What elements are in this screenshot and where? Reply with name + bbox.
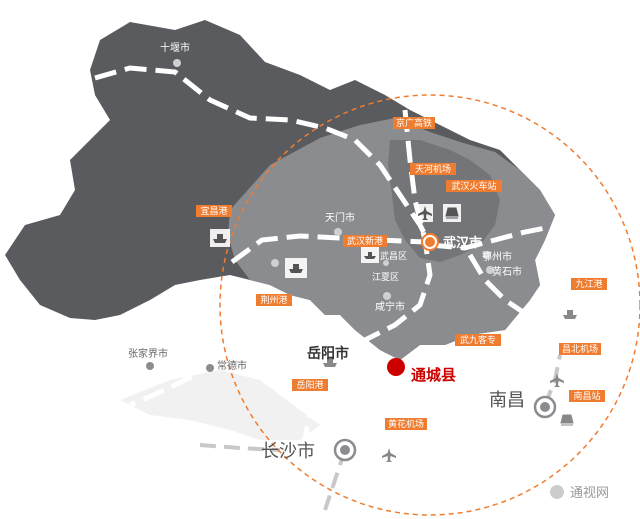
- plane-icon: [417, 204, 433, 222]
- tag-box-nanchang-station: [569, 390, 605, 402]
- dot-ezhou: [483, 251, 491, 259]
- city-dots: [146, 59, 494, 372]
- tag-box-yueyang: [292, 379, 328, 391]
- tag-box-yichang: [196, 205, 232, 217]
- label-zhangjiajie: 张家界市: [128, 347, 168, 360]
- label-wuhan: 武汉市: [443, 235, 482, 251]
- tag-jingguang: 京广高铁: [396, 117, 432, 129]
- tag-box-huanghua: [385, 418, 427, 430]
- tag-jingzhou-port: 荆州港: [260, 294, 287, 306]
- nanchang-marker-inner: [540, 402, 550, 412]
- tag-yueyang-port: 岳阳港: [296, 379, 323, 391]
- tag-box-tianhe: [410, 163, 456, 175]
- dot-jingzhou: [271, 259, 279, 267]
- label-changsha: 长沙市: [261, 441, 315, 462]
- dot-changde: [206, 364, 214, 372]
- rail-line-jingguang: [302, 109, 433, 441]
- ship-icon: [210, 229, 230, 247]
- southern-region: [120, 370, 320, 440]
- icons: [210, 204, 577, 462]
- tag-huanghua-airport: 黄花机场: [388, 418, 424, 430]
- ext-line-south: [199, 443, 281, 452]
- tag-wuhan-station: 武汉火车站: [451, 180, 496, 192]
- rail-line-southwest: [129, 299, 243, 408]
- tag-box-wuhan-station: [446, 180, 502, 192]
- changsha-marker-inner: [340, 445, 350, 455]
- dot-zhangjiajie: [146, 362, 154, 370]
- ship-icon: [563, 310, 577, 319]
- watermark-text: 通视网: [570, 486, 609, 501]
- tag-box-jingguang: [393, 117, 435, 129]
- tag-box-wuhan-port: [343, 235, 387, 247]
- ship-icon: [285, 258, 307, 278]
- tag-box-jiujiang: [571, 278, 607, 290]
- rail-lines: [94, 65, 562, 441]
- dot-tianmen: [334, 228, 342, 236]
- tongcheng-marker: [387, 358, 405, 376]
- tag-changbei-airport: 昌北机场: [562, 343, 598, 355]
- label-huangshi: 黄石市: [492, 265, 522, 278]
- tag-box-wujiu: [455, 334, 501, 346]
- tag-yichang-port: 宜昌港: [200, 205, 227, 217]
- tag-nanchang-station: 南昌站: [573, 390, 600, 402]
- dot-huangshi: [486, 266, 494, 274]
- label-nanchang: 南昌: [489, 390, 525, 411]
- tag-box-jingzhou: [256, 294, 292, 306]
- wechat-icon: [550, 485, 564, 499]
- train-icon: [560, 414, 574, 426]
- tag-tianhe: 天河机场: [415, 163, 451, 175]
- train-icon: [443, 204, 461, 222]
- label-jiangxia: 江夏区: [372, 272, 399, 283]
- tag-wuhan-port: 武汉新港: [347, 235, 383, 247]
- plane-icon: [382, 448, 396, 462]
- tag-jiujiang-port: 九江港: [575, 278, 602, 290]
- label-yueyang: 岳阳市: [307, 345, 349, 362]
- ship-icon: [361, 247, 379, 263]
- label-changde: 常德市: [217, 359, 247, 372]
- watermark: 通视网: [550, 485, 609, 501]
- label-shiyan: 十堰市: [160, 41, 190, 54]
- rail-line-west: [230, 233, 426, 265]
- dot-wuchang: [383, 260, 389, 266]
- label-xianning: 咸宁市: [375, 300, 405, 313]
- label-wuchang: 武昌区: [380, 250, 407, 262]
- label-ezhou: 鄂州市: [482, 250, 512, 263]
- dot-shiyan: [173, 59, 181, 67]
- rail-line-wujiu: [467, 253, 562, 347]
- label-tianmen: 天门市: [325, 211, 355, 224]
- radius-circle: [219, 94, 640, 516]
- label-tongcheng: 通城县: [411, 366, 456, 384]
- wuhan-marker-inner: [425, 237, 435, 247]
- rail-line-north: [94, 65, 433, 247]
- ship-icon: [323, 358, 337, 367]
- tag-box-changbei: [559, 343, 601, 355]
- dot-xianning: [383, 292, 391, 300]
- rail-line-east: [429, 225, 546, 251]
- tags: [196, 117, 607, 430]
- plane-icon: [550, 373, 564, 387]
- tag-wujiu: 武九客专: [460, 334, 496, 346]
